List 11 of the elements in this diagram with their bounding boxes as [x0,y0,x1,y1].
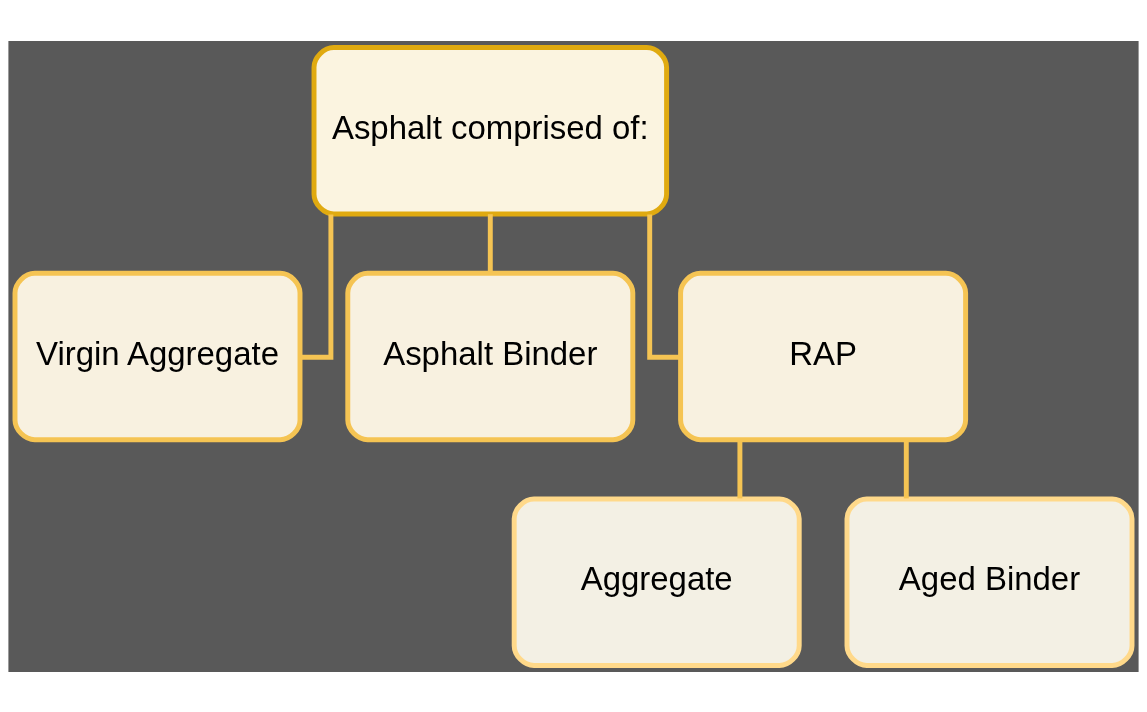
node-box: Aged Binder [844,496,1135,668]
connector [737,439,743,498]
node-box: Aggregate [511,496,802,668]
node-box: RAP [678,270,969,442]
connector [647,214,680,360]
node-box: Asphalt comprised of: [311,44,670,216]
connector [903,439,909,498]
connector [487,213,493,273]
node-box: Virgin Aggregate [12,270,303,442]
node-box: Asphalt Binder [345,270,636,442]
connector [300,214,334,360]
